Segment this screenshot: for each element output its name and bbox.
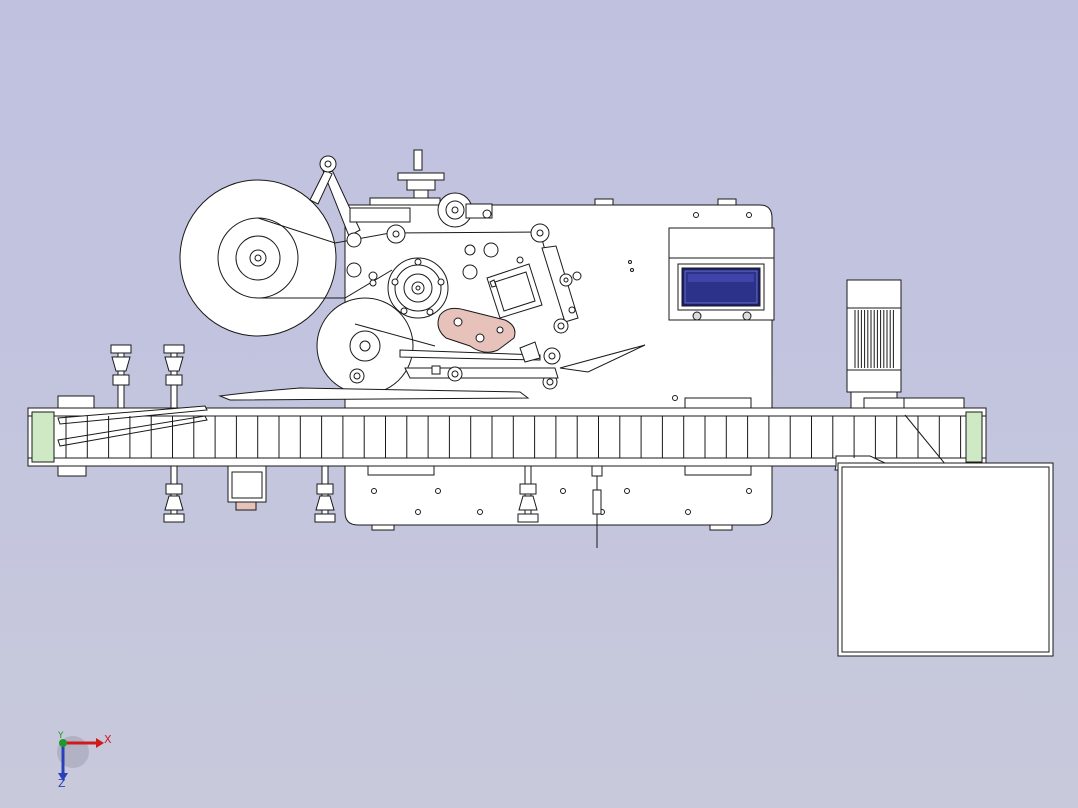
center-rod	[591, 465, 603, 548]
left-motor	[227, 465, 267, 511]
axis-x-label: X	[104, 733, 112, 746]
post-bottom	[314, 465, 336, 523]
drive-roller	[387, 257, 449, 319]
axis-z-label: Z	[58, 777, 66, 790]
collection-table	[837, 462, 1054, 657]
axis-y-label: Y	[58, 731, 64, 741]
top-adjuster	[349, 149, 445, 223]
label-supply-roll	[179, 179, 337, 337]
star-knobs	[349, 365, 463, 384]
rewind-roll	[316, 297, 414, 395]
highlighted-bracket	[437, 307, 516, 353]
axis-triad	[57, 736, 104, 781]
adjustable-posts	[110, 344, 539, 523]
post-bottom	[517, 465, 539, 523]
nip-roller	[437, 192, 493, 228]
conveyor-slats	[65, 416, 962, 458]
hmi-control-panel	[668, 227, 775, 321]
post	[163, 344, 185, 409]
peel-plate	[218, 341, 646, 401]
post	[110, 344, 132, 409]
motor-fins	[854, 310, 894, 368]
label-sensor-block	[486, 245, 582, 334]
post-bottom	[163, 465, 185, 523]
